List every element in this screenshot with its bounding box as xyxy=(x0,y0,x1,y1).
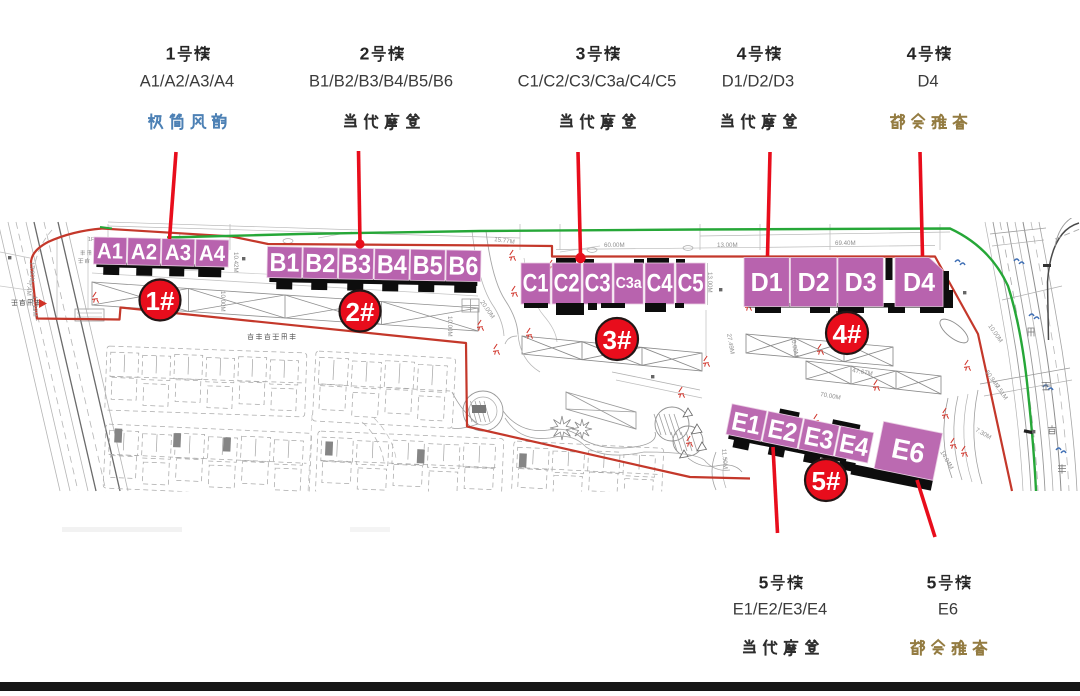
svg-text:5#: 5# xyxy=(812,466,842,496)
svg-text:A1: A1 xyxy=(97,238,124,264)
svg-text:3#: 3# xyxy=(603,325,633,355)
svg-text:69.40M: 69.40M xyxy=(835,240,856,247)
svg-text:A2: A2 xyxy=(131,239,158,265)
svg-text:1: 1 xyxy=(166,44,176,64)
svg-text:15.77M: 15.77M xyxy=(494,236,515,246)
svg-text:1F: 1F xyxy=(88,237,95,243)
svg-text:13.00M: 13.00M xyxy=(706,272,713,293)
svg-text:D4: D4 xyxy=(917,73,938,91)
svg-text:10.00M: 10.00M xyxy=(789,336,799,358)
svg-text:C1/C2/C3/C3a/C4/C5: C1/C2/C3/C3a/C4/C5 xyxy=(518,73,677,91)
svg-text:5: 5 xyxy=(759,573,769,593)
svg-text:7.4M: 7.4M xyxy=(25,282,32,296)
svg-text:10.00M: 10.00M xyxy=(219,291,226,312)
svg-text:D4: D4 xyxy=(903,267,936,297)
svg-text:11.50M: 11.50M xyxy=(720,449,729,470)
svg-text:3: 3 xyxy=(576,44,586,64)
svg-text:D1: D1 xyxy=(751,267,783,297)
svg-text:A3: A3 xyxy=(165,240,192,266)
svg-text:1#: 1# xyxy=(146,286,176,316)
svg-text:C2: C2 xyxy=(554,270,580,298)
svg-text:E1: E1 xyxy=(729,405,763,440)
svg-text:E1/E2/E3/E4: E1/E2/E3/E4 xyxy=(733,601,827,619)
svg-text:E6: E6 xyxy=(889,432,928,469)
svg-text:B4: B4 xyxy=(377,249,408,280)
svg-text:2: 2 xyxy=(360,44,370,64)
svg-text:4#: 4# xyxy=(833,319,863,349)
svg-text:A4: A4 xyxy=(199,240,226,266)
svg-text:C4: C4 xyxy=(647,270,673,298)
svg-text:C5: C5 xyxy=(678,270,704,298)
svg-text:D3: D3 xyxy=(845,267,877,297)
svg-text:D1/D2/D3: D1/D2/D3 xyxy=(722,73,794,91)
svg-text:D2: D2 xyxy=(798,267,830,297)
svg-text:4: 4 xyxy=(907,44,917,64)
svg-text:10.42M: 10.42M xyxy=(232,252,239,273)
svg-text:B5: B5 xyxy=(412,250,443,281)
svg-text:70.00M: 70.00M xyxy=(820,391,842,401)
svg-text:E4: E4 xyxy=(837,427,872,462)
svg-text:B6: B6 xyxy=(448,250,479,281)
svg-text:B1/B2/B3/B4/B5/B6: B1/B2/B3/B4/B5/B6 xyxy=(309,73,453,91)
svg-text:E3: E3 xyxy=(802,420,836,455)
svg-text:C3: C3 xyxy=(585,270,611,298)
svg-text:13.00M: 13.00M xyxy=(717,242,738,249)
svg-text:A1/A2/A3/A4: A1/A2/A3/A4 xyxy=(140,73,234,91)
svg-text:B3: B3 xyxy=(341,248,372,279)
svg-text:10.00M: 10.00M xyxy=(446,316,453,337)
svg-text:B2: B2 xyxy=(305,248,336,279)
svg-text:C1: C1 xyxy=(523,270,549,298)
svg-text:15.19M: 15.19M xyxy=(31,296,38,317)
svg-text:E6: E6 xyxy=(938,601,958,619)
svg-text:47.67M: 47.67M xyxy=(852,367,874,377)
svg-text:4: 4 xyxy=(737,44,747,64)
svg-text:C3a: C3a xyxy=(616,275,642,292)
svg-text:E2: E2 xyxy=(765,413,799,448)
svg-text:2#: 2# xyxy=(346,297,376,327)
svg-text:27.49M: 27.49M xyxy=(725,333,735,355)
svg-text:60.00M: 60.00M xyxy=(604,242,625,249)
svg-text:B1: B1 xyxy=(269,247,300,278)
svg-text:5: 5 xyxy=(927,573,937,593)
svg-text:13.80M: 13.80M xyxy=(28,262,35,283)
